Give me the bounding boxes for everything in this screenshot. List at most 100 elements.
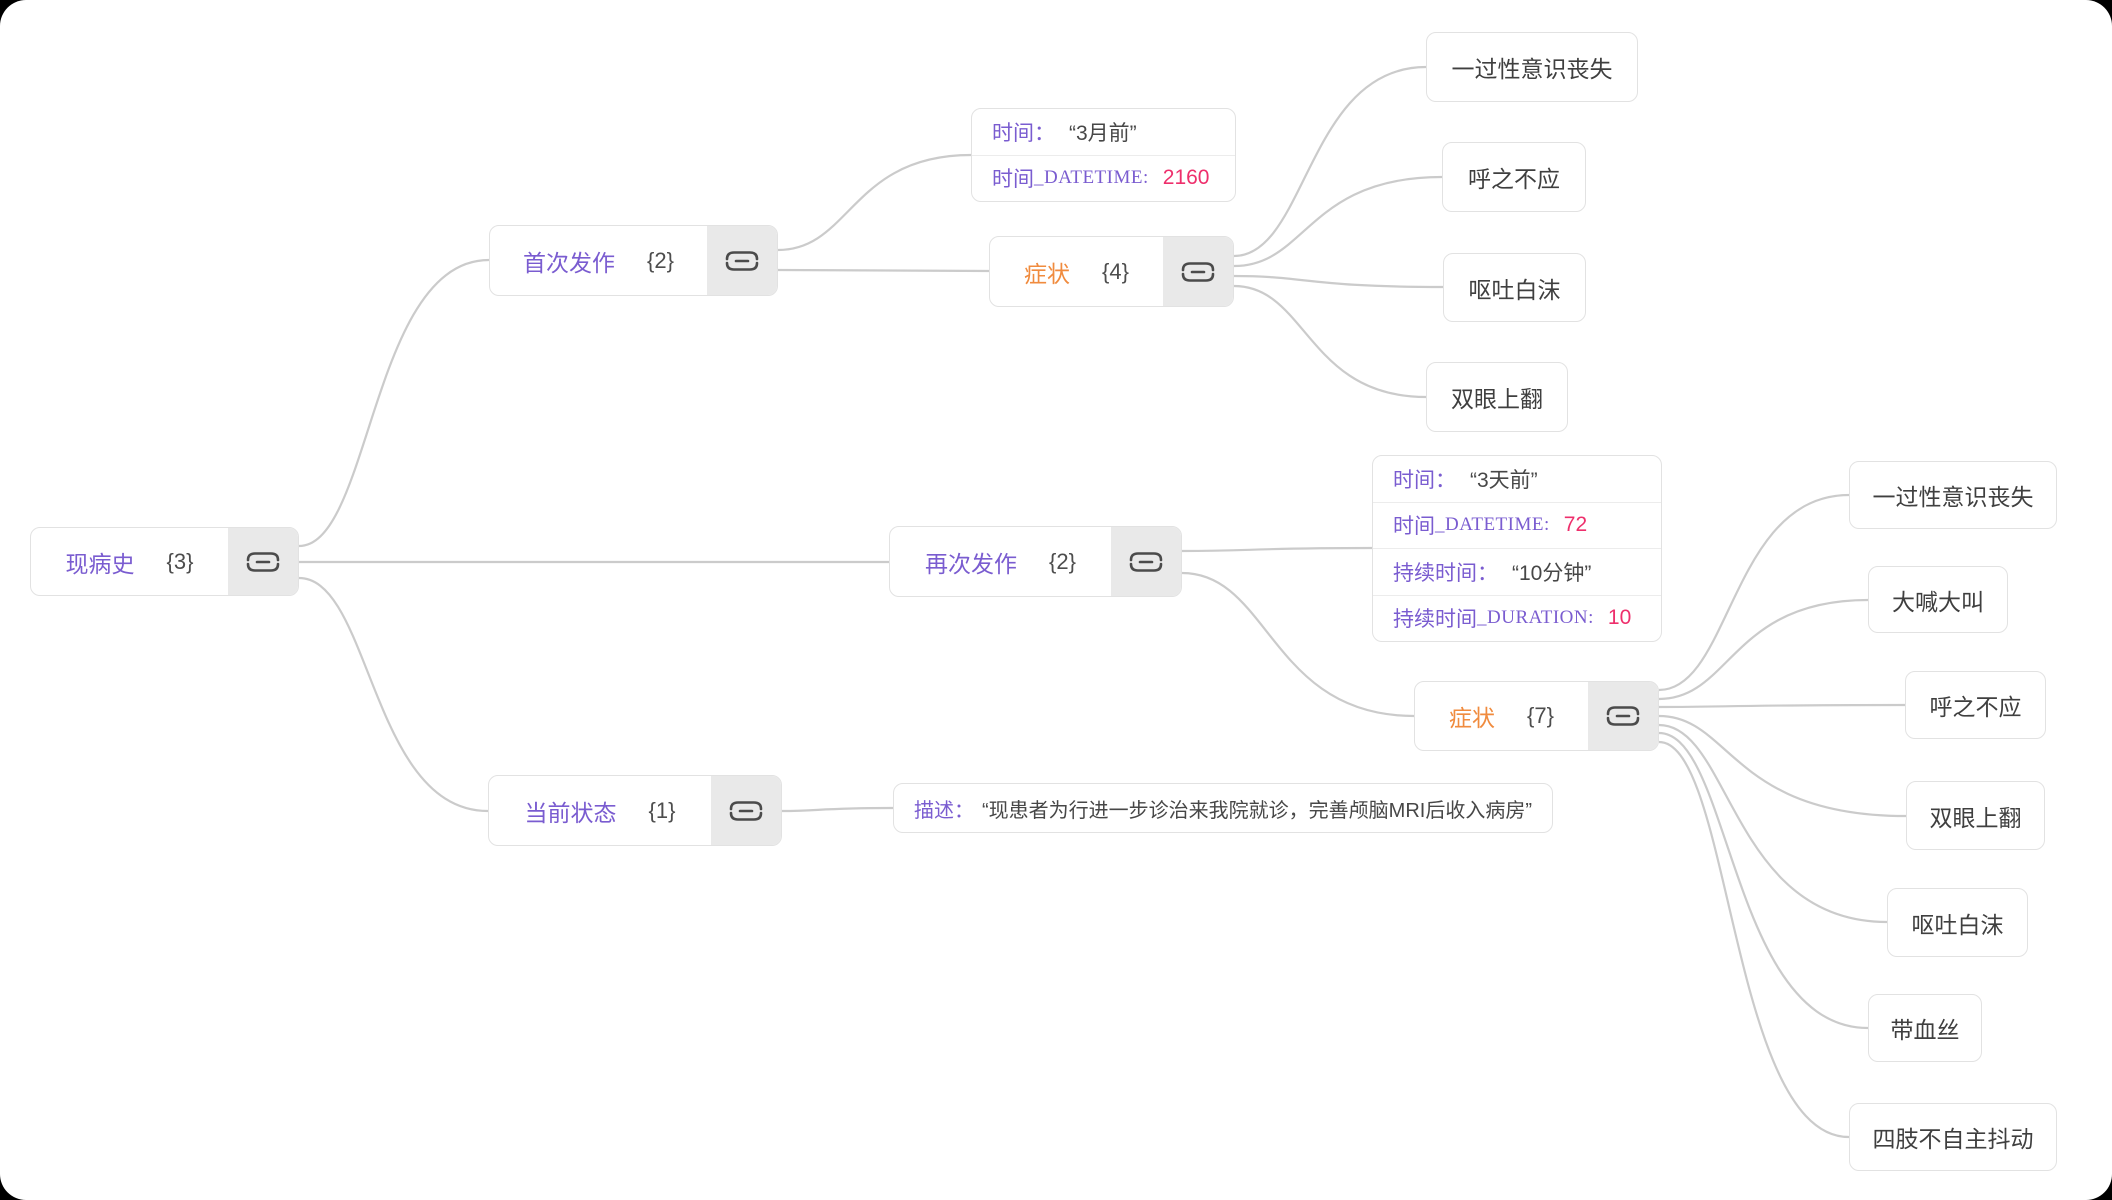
- node-key: 现病史: [65, 550, 135, 577]
- child-count-badge: {4}: [1102, 258, 1129, 284]
- attr-key: 描述：: [914, 799, 974, 822]
- collapse-node-button[interactable]: [1163, 237, 1233, 306]
- attr-value: “现患者为行进一步诊治来我院就诊，完善颅脑MRI后收入病房”: [982, 799, 1532, 822]
- node-key: 症状: [1449, 705, 1496, 731]
- node-label-group: 当前状态 {1}: [489, 776, 711, 845]
- attr-value: “10分钟”: [1512, 561, 1592, 585]
- child-count-badge: {3}: [166, 548, 194, 574]
- attribute-row: 时间_DATETIME: 72: [1373, 501, 1661, 549]
- attr-value: “3月前”: [1069, 121, 1137, 145]
- attr-key: 时间: [1393, 515, 1435, 539]
- node-label-group: 首次发作 {2}: [490, 226, 707, 295]
- leaf-symptom[interactable]: 大喊大叫: [1868, 566, 2008, 633]
- node-second-episode-time[interactable]: 时间： “3天前” 时间_DATETIME: 72 持续时间： “10分钟” 持…: [1372, 455, 1662, 642]
- leaf-label: 一过性意识丧失: [1451, 56, 1613, 82]
- edge-second-episode-time: [1181, 546, 1373, 553]
- attr-key: 时间：: [1393, 468, 1456, 492]
- leaf-label: 双眼上翻: [1929, 804, 2022, 831]
- leaf-symptom[interactable]: 带血丝: [1868, 994, 1982, 1062]
- leaf-label: 呕吐白沫: [1468, 276, 1561, 303]
- leaf-symptom[interactable]: 一过性意识丧失: [1426, 32, 1638, 102]
- child-count-badge: {2}: [1049, 548, 1076, 574]
- attribute-row: 时间： “3月前”: [972, 109, 1235, 155]
- leaf-symptom[interactable]: 双眼上翻: [1426, 362, 1568, 432]
- edge-symptoms7-leaf2: [1658, 598, 1869, 701]
- leaf-label: 呕吐白沫: [1911, 911, 2004, 938]
- link-icon: [1181, 261, 1215, 282]
- edge-symptoms7-leaf7: [1658, 740, 1850, 1139]
- edge-root-current-status: [298, 576, 489, 813]
- link-icon: [1606, 706, 1640, 726]
- leaf-label: 带血丝: [1890, 1017, 1960, 1043]
- edge-symptoms7-leaf4: [1658, 714, 1907, 818]
- edge-symptoms4-leaf2: [1233, 175, 1443, 268]
- child-count-badge: {7}: [1527, 703, 1554, 728]
- node-key: 当前状态: [524, 799, 617, 826]
- link-icon: [1129, 551, 1163, 572]
- edge-symptoms7-leaf5: [1658, 723, 1888, 924]
- collapse-node-button[interactable]: [1111, 527, 1181, 596]
- link-icon: [246, 551, 280, 572]
- collapse-node-button[interactable]: [707, 226, 777, 295]
- attr-key-suffix: _DATETIME:: [1034, 167, 1149, 189]
- attr-value: 72: [1563, 513, 1588, 537]
- node-first-episode[interactable]: 首次发作 {2}: [489, 225, 778, 296]
- leaf-symptom[interactable]: 一过性意识丧失: [1849, 461, 2057, 529]
- node-first-episode-time[interactable]: 时间： “3月前” 时间_DATETIME: 2160: [971, 108, 1236, 202]
- edge-symptoms4-leaf4: [1233, 284, 1427, 399]
- leaf-label: 呼之不应: [1929, 694, 2022, 720]
- node-key: 再次发作: [925, 550, 1018, 577]
- node-first-symptoms[interactable]: 症状 {4}: [989, 236, 1234, 307]
- leaf-label: 呼之不应: [1468, 166, 1560, 192]
- edge-first-episode-time: [777, 153, 972, 252]
- leaf-label: 大喊大叫: [1892, 588, 1984, 615]
- node-present-illness-history[interactable]: 现病史 {3}: [30, 527, 299, 596]
- attr-key: 持续时间：: [1393, 561, 1498, 585]
- leaf-label: 四肢不自主抖动: [1872, 1126, 2034, 1152]
- leaf-symptom[interactable]: 呼之不应: [1442, 142, 1586, 212]
- attribute-row: 持续时间_DURATION: 10: [1373, 594, 1661, 642]
- node-second-episode[interactable]: 再次发作 {2}: [889, 526, 1182, 597]
- node-key: 症状: [1024, 260, 1071, 287]
- attr-value: 2160: [1162, 166, 1210, 190]
- leaf-symptom[interactable]: 呕吐白沫: [1443, 253, 1586, 322]
- edge-symptoms4-leaf3: [1233, 274, 1444, 289]
- collapse-node-button[interactable]: [711, 776, 781, 845]
- attr-value: 10: [1607, 606, 1632, 630]
- node-label-group: 再次发作 {2}: [890, 527, 1111, 596]
- edge-root-first-episode: [298, 258, 490, 548]
- child-count-badge: {2}: [647, 247, 674, 273]
- node-current-status-description[interactable]: 描述： “现患者为行进一步诊治来我院就诊，完善颅脑MRI后收入病房”: [893, 783, 1553, 833]
- link-icon: [729, 800, 763, 821]
- attribute-row: 持续时间： “10分钟”: [1373, 548, 1661, 595]
- leaf-label: 一过性意识丧失: [1872, 484, 2034, 510]
- attribute-row: 时间_DATETIME: 2160: [972, 154, 1235, 202]
- leaf-symptom[interactable]: 呕吐白沫: [1887, 888, 2028, 957]
- attr-key: 时间：: [992, 121, 1055, 145]
- node-label-group: 症状 {4}: [990, 237, 1163, 306]
- leaf-symptom[interactable]: 四肢不自主抖动: [1849, 1103, 2057, 1171]
- edge-symptoms7-leaf3: [1658, 703, 1906, 709]
- edge-symptoms7-leaf6: [1658, 731, 1869, 1030]
- edge-second-episode-symptoms: [1181, 571, 1415, 718]
- node-current-status[interactable]: 当前状态 {1}: [488, 775, 782, 846]
- attribute-row: 时间： “3天前”: [1373, 456, 1661, 502]
- leaf-label: 双眼上翻: [1451, 386, 1543, 412]
- attr-value: “3天前”: [1470, 468, 1538, 492]
- node-second-symptoms[interactable]: 症状 {7}: [1414, 681, 1659, 751]
- attr-key: 持续时间: [1393, 608, 1477, 632]
- link-icon: [725, 250, 759, 271]
- leaf-symptom[interactable]: 双眼上翻: [1906, 781, 2045, 850]
- attr-key: 时间: [992, 168, 1034, 192]
- node-label-group: 现病史 {3}: [31, 528, 228, 595]
- leaf-symptom[interactable]: 呼之不应: [1905, 671, 2046, 739]
- collapse-node-button[interactable]: [228, 528, 298, 595]
- attr-key-suffix: _DATETIME:: [1435, 514, 1550, 536]
- edge-first-episode-symptoms: [777, 268, 990, 273]
- edge-symptoms7-leaf1: [1658, 493, 1850, 692]
- node-key: 首次发作: [523, 249, 616, 276]
- collapse-node-button[interactable]: [1588, 682, 1658, 750]
- edge-current-status-desc: [781, 806, 894, 813]
